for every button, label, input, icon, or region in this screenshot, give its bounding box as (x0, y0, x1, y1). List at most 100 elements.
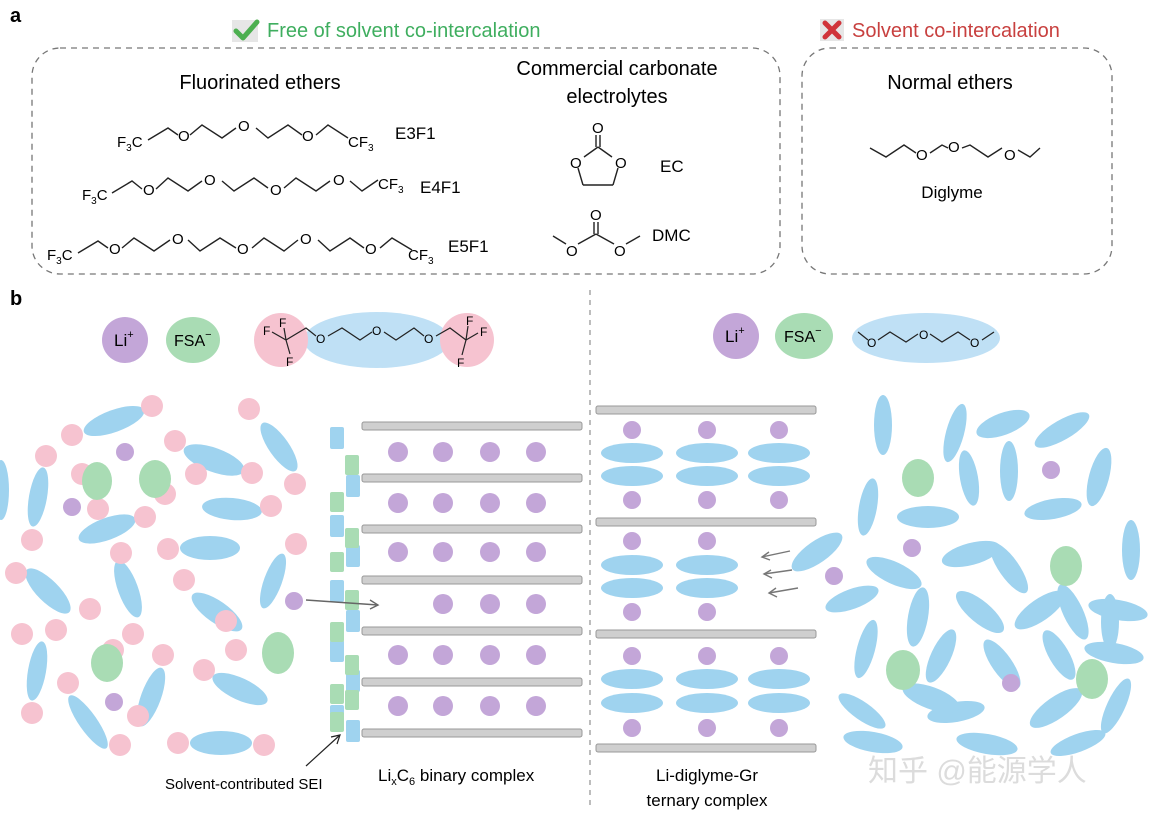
legend-f6: F (457, 356, 464, 370)
legend-f2: F (263, 324, 270, 338)
legend-li-label: Li+ (114, 329, 134, 350)
sei-segment (330, 622, 344, 642)
e3f1-o1: O (178, 128, 190, 145)
panel-a: a Free of solvent co-intercalation Solve… (10, 5, 1113, 275)
solvent-molecule (958, 450, 980, 506)
solvent-molecule (925, 629, 957, 683)
intercalated-lithium (480, 696, 500, 716)
cointercalated-lithium (623, 421, 641, 439)
fsa-anion (262, 632, 294, 674)
solvent-molecule (1042, 630, 1076, 680)
sei-layer (330, 427, 360, 742)
sei-segment (345, 528, 359, 548)
e3f1-structure (147, 124, 349, 141)
cointercalated-diglyme (748, 466, 810, 486)
legend-li-circle-right (713, 313, 759, 359)
solvent-molecule (1100, 678, 1132, 734)
fluorine-group (45, 619, 67, 641)
intercalated-lithium (388, 645, 408, 665)
free-box (31, 47, 781, 275)
cointercalation-arrows (760, 550, 799, 598)
sei-segment (345, 590, 359, 610)
cointercalated-lithium (698, 647, 716, 665)
e4f1-o4: O (333, 172, 345, 189)
lithium-ion (825, 567, 843, 585)
solvent-molecule (838, 693, 886, 729)
legend-right: Li+ FSA− O O O (713, 313, 1000, 363)
intercalated-lithium (388, 493, 408, 513)
fluorine-group (122, 623, 144, 645)
solvent-molecule (183, 444, 245, 476)
cointercalated-lithium (698, 421, 716, 439)
ec-structure (577, 135, 619, 186)
legend-f5: F (480, 325, 487, 339)
sei-pointer-arrow (305, 734, 341, 767)
e5f1-f3c: F3C (47, 247, 73, 267)
e5f1-o1: O (109, 241, 121, 258)
e3f1-o2: O (238, 118, 250, 135)
fluorine-group (185, 463, 207, 485)
solvent-molecule (260, 422, 298, 472)
fluorine-group (79, 598, 101, 620)
graphite-layer (361, 626, 583, 636)
lithium-ion (1042, 461, 1060, 479)
cointercalated-diglyme (676, 443, 738, 463)
cointercalated-lithium (770, 491, 788, 509)
solvent-molecule (857, 478, 879, 536)
intercalated-lithium (480, 542, 500, 562)
fluorine-group (35, 445, 57, 467)
lithium-ion (105, 693, 123, 711)
fluorine-group (21, 702, 43, 724)
solvent-molecule (259, 553, 287, 609)
e5f1-o5: O (365, 241, 377, 258)
legend-left: Li+ FSA− F F F (102, 312, 494, 370)
solvent-molecule (1084, 641, 1144, 665)
intercalated-lithium (433, 645, 453, 665)
e3f1-cf3: CF3 (348, 134, 374, 154)
sei-segment (345, 655, 359, 675)
carbonate-title-line2: electrolytes (566, 86, 667, 108)
ec-o-carbonyl: O (592, 120, 604, 137)
solvent-molecule (25, 568, 71, 614)
e5f1-o3: O (237, 241, 249, 258)
graphite-layer (361, 575, 583, 585)
sei-caption: Solvent-contributed SEI (165, 776, 323, 793)
diglyme-o1: O (916, 147, 928, 164)
solvent-molecule (1086, 447, 1112, 507)
panel-b-label: b (10, 288, 22, 310)
solvent-molecule (955, 590, 1005, 634)
dmc-o-left: O (566, 243, 578, 260)
fluorine-group (285, 533, 307, 555)
e5f1-o2: O (172, 231, 184, 248)
legend-f4: F (466, 314, 473, 328)
diglyme-structure (869, 144, 1041, 158)
fluorine-group (215, 610, 237, 632)
solvent-molecule (825, 585, 879, 613)
sei-segment (346, 545, 360, 567)
fluorine-group (61, 424, 83, 446)
cointercalated-diglyme (748, 669, 810, 689)
graphite-layers-binary (361, 421, 583, 738)
fluorine-group (241, 462, 263, 484)
legend-diglyme-o3: O (970, 336, 979, 350)
solvent-molecule (897, 506, 959, 528)
ec-o-right: O (615, 155, 627, 172)
solvent-molecule (68, 695, 108, 749)
e5f1-o4: O (300, 231, 312, 248)
sei-segment (330, 492, 344, 512)
sei-segment (330, 427, 344, 449)
solvent-molecule (854, 619, 878, 679)
legend-f3: F (286, 355, 293, 369)
sei-segment (345, 455, 359, 475)
solvent-molecule (866, 556, 922, 590)
fsa-anion (886, 650, 920, 690)
graphite-layer (361, 677, 583, 687)
intercalated-lithium (526, 442, 546, 462)
lithium-ion (903, 539, 921, 557)
intercalated-lithium (526, 645, 546, 665)
check-icon (232, 19, 260, 42)
legend-diglyme-o1: O (867, 336, 876, 350)
diglyme-o2: O (948, 139, 960, 156)
ec-label: EC (660, 157, 684, 176)
fluorine-group (193, 659, 215, 681)
